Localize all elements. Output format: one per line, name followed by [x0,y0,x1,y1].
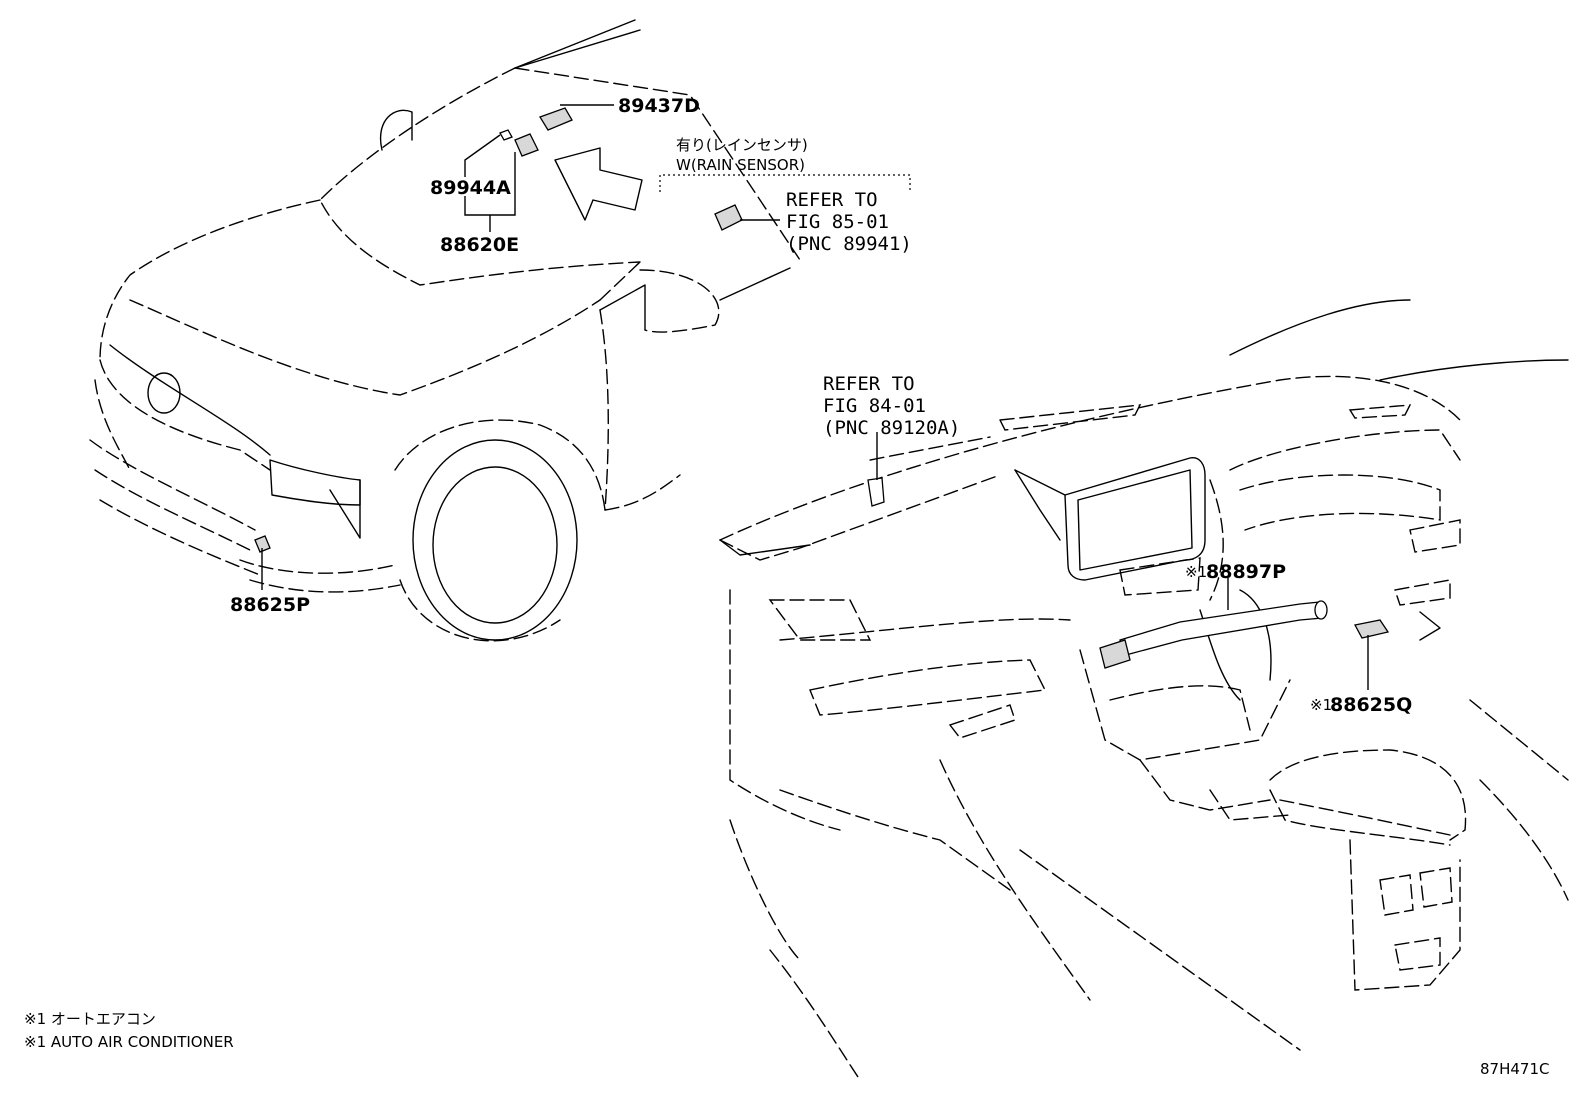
figure-code: 87H471C [1480,1060,1549,1078]
label-89944A: 89944A [430,177,511,199]
label-88625Q: 88625Q [1330,694,1412,716]
rain-sensor-en: W(RAIN SENSOR) [676,156,805,174]
dashboard-interior [719,299,1569,1081]
ref-dash-line1: REFER TO [823,373,915,395]
rain-sensor-jp: 有り(レインセンサ) [676,136,808,154]
label-88620E: 88620E [440,234,519,256]
leader-lines [261,104,1369,690]
vehicle-exterior [89,19,801,642]
ref-dash-line2: FIG 84-01 [823,395,926,417]
marker-88625Q: ※1 [1310,696,1332,714]
ref-rain-line3: (PNC 89941) [786,233,912,255]
ref-dash-line3: (PNC 89120A) [823,417,960,439]
label-88625P: 88625P [230,594,310,616]
marker-88897P: ※1 [1185,563,1207,581]
note-jp: ※1 オートエアコン [24,1010,156,1028]
label-89437D: 89437D [618,95,700,117]
ref-rain-line1: REFER TO [786,189,878,211]
part-labels: 89437D 89944A 88620E 88625P ※1 88897P ※1… [230,95,1412,716]
ref-rain-line2: FIG 85-01 [786,211,889,233]
label-88897P: 88897P [1206,561,1286,583]
dash-reference-group: REFER TO FIG 84-01 (PNC 89120A) [823,373,960,439]
rain-sensor-group: 有り(レインセンサ) W(RAIN SENSOR) REFER TO FIG 8… [676,136,912,255]
footnotes: ※1 オートエアコン ※1 AUTO AIR CONDITIONER [24,1010,234,1051]
note-en: ※1 AUTO AIR CONDITIONER [24,1033,234,1051]
